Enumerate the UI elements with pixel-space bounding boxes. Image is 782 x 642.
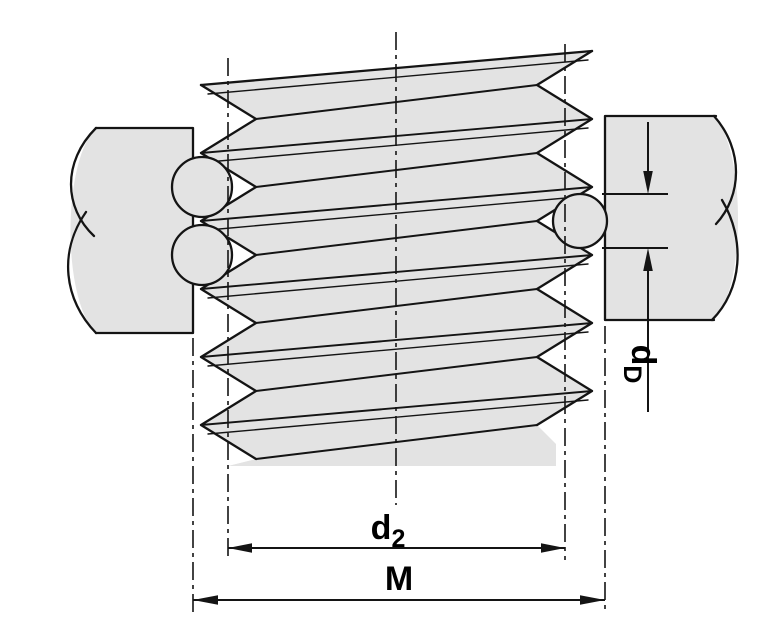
right-anvil-break-line-upper [712, 114, 738, 226]
m-arrow-right [580, 595, 605, 605]
pitch-diameter-label: d2 [371, 509, 406, 553]
measuring-wire-right [551, 192, 609, 250]
left-anvil-fill [70, 128, 193, 333]
dd-arrow-down [643, 171, 653, 194]
measuring-wires [170, 155, 609, 287]
d2-arrow-left [228, 543, 252, 553]
right-anvil-fill [605, 116, 738, 320]
centerlines [192, 32, 606, 612]
dimension-pitch-diameter: d2 [228, 509, 565, 553]
m-arrow-left [193, 595, 218, 605]
dimension-measurement-over-wires: M [193, 560, 605, 605]
thread-left-profile [199, 83, 258, 461]
left-anvil-break-line-lower [66, 210, 98, 335]
wire-diameter-label: dD [618, 345, 662, 384]
measurement-over-wires-label: M [385, 560, 413, 598]
right-anvil [603, 114, 739, 322]
measuring-wire-left-upper [170, 155, 234, 219]
left-anvil [66, 126, 195, 335]
measuring-wire-left-lower-fill [172, 225, 232, 285]
measuring-wire-right-fill [553, 194, 607, 248]
d2-arrow-right [541, 543, 565, 553]
measuring-wire-left-upper-fill [172, 157, 232, 217]
dimension-wire-diameter: dD [602, 122, 668, 412]
measuring-wire-left-lower [170, 223, 234, 287]
thread-flank-lines [207, 59, 589, 435]
dd-arrow-up [643, 248, 653, 271]
left-anvil-break-line-upper [69, 126, 98, 238]
right-anvil-break-line-lower [710, 198, 739, 322]
